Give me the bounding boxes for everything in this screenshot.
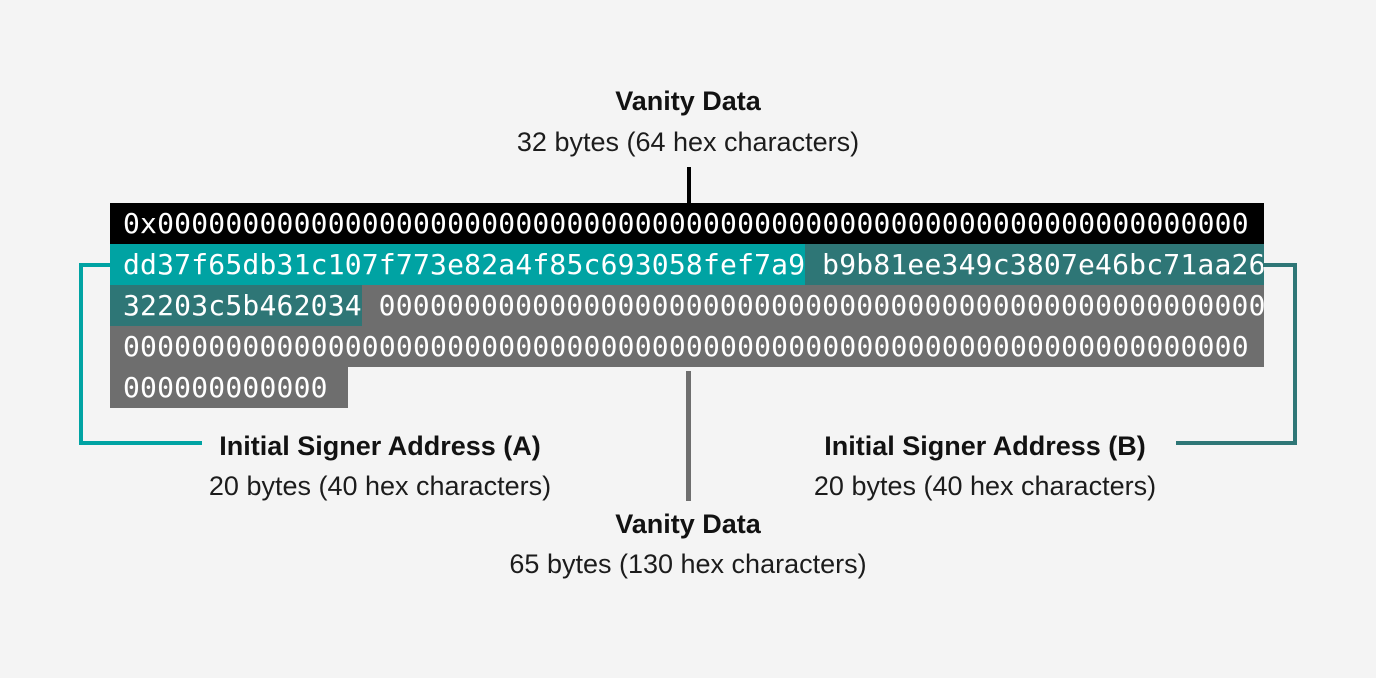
hex-row-vanity65-full: 0000000000000000000000000000000000000000… bbox=[110, 326, 1264, 367]
vanity65-label-title: Vanity Data bbox=[615, 509, 761, 539]
vanity32-label-title: Vanity Data bbox=[615, 86, 761, 116]
top-connector-line bbox=[687, 167, 691, 203]
signer-a-label-title: Initial Signer Address (A) bbox=[219, 431, 541, 461]
vanity65-hex-segment-3: 000000000000 bbox=[110, 367, 348, 408]
signer-b-hex-segment-1: b9b81ee349c3807e46bc71aa26 bbox=[822, 248, 1266, 281]
vanity32-hex-segment: 0x00000000000000000000000000000000000000… bbox=[123, 207, 1249, 240]
signer-a-hex-segment: dd37f65db31c107f773e82a4f85c693058fef7a9 bbox=[110, 244, 806, 285]
signer-b-label-title: Initial Signer Address (B) bbox=[824, 431, 1146, 461]
vanity65-hex-segment-1: 0000000000000000000000000000000000000000… bbox=[378, 289, 1266, 322]
signer-a-bracket-vertical bbox=[79, 263, 83, 445]
signer-b-bracket-top bbox=[1263, 263, 1297, 267]
signer-b-bracket-bottom bbox=[1176, 441, 1297, 445]
signer-b-bracket-vertical bbox=[1293, 263, 1297, 445]
hex-block: 0x00000000000000000000000000000000000000… bbox=[110, 203, 1266, 408]
hex-row-signer-b-tail: 32203c5b462034 00000000000000000000000000… bbox=[110, 285, 1266, 326]
bottom-connector-line bbox=[686, 371, 691, 501]
hex-row-vanity65-tail: 000000000000 bbox=[110, 367, 1264, 408]
signer-b-hex-segment-2: 32203c5b462034 bbox=[110, 285, 362, 326]
signer-a-bracket-top bbox=[79, 263, 111, 267]
signer-a-label-subtitle: 20 bytes (40 hex characters) bbox=[208, 471, 552, 501]
vanity65-hex-segment-2: 0000000000000000000000000000000000000000… bbox=[123, 330, 1249, 363]
hex-row-vanity32: 0x00000000000000000000000000000000000000… bbox=[110, 203, 1264, 244]
vanity32-label-subtitle: 32 bytes (64 hex characters) bbox=[516, 127, 860, 157]
hex-row-signers: dd37f65db31c107f773e82a4f85c693058fef7a9… bbox=[110, 244, 1266, 285]
signer-b-label-subtitle: 20 bytes (40 hex characters) bbox=[813, 471, 1157, 501]
signer-a-bracket-bottom bbox=[79, 441, 202, 445]
vanity65-label-subtitle: 65 bytes (130 hex characters) bbox=[509, 549, 867, 579]
